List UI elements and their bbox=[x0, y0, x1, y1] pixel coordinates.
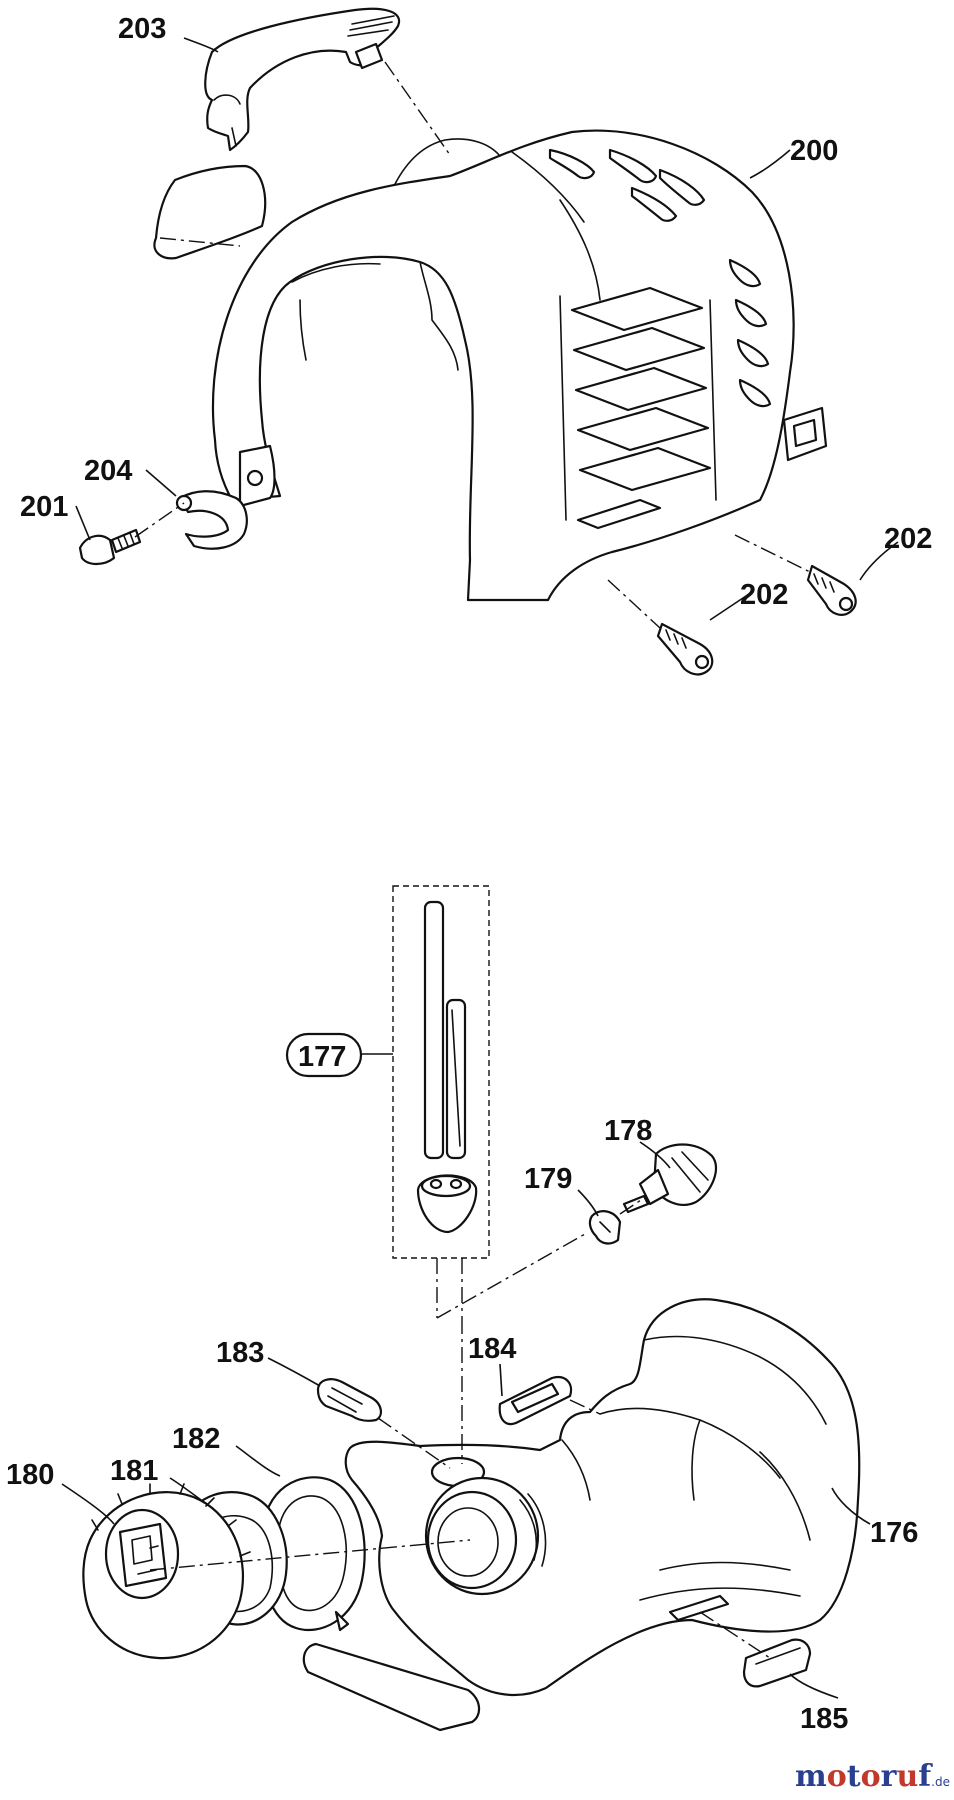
watermark-letter: o bbox=[861, 1759, 881, 1794]
watermark-letter: u bbox=[896, 1759, 918, 1794]
label-202-upper: 202 bbox=[884, 523, 932, 555]
label-176: 176 bbox=[870, 1517, 918, 1549]
alignment-line bbox=[607, 579, 661, 629]
alignment-line bbox=[569, 1399, 601, 1415]
label-177: 177 bbox=[298, 1041, 346, 1073]
part-202-screw-upper bbox=[806, 564, 857, 616]
watermark-suffix: .de bbox=[931, 1775, 950, 1789]
part-179-clip bbox=[588, 1210, 622, 1245]
part-182-gasket bbox=[260, 1476, 366, 1632]
part-200-engine-cover bbox=[211, 129, 828, 602]
label-203: 203 bbox=[118, 13, 166, 45]
label-200: 200 bbox=[790, 135, 838, 167]
part-185-foot bbox=[742, 1638, 812, 1688]
label-185: 185 bbox=[800, 1703, 848, 1735]
label-178: 178 bbox=[604, 1115, 652, 1147]
watermark: motoruf.de bbox=[795, 1759, 950, 1794]
part-178-fuel-filter bbox=[622, 1143, 718, 1214]
alignment-line bbox=[377, 1417, 451, 1469]
part-177-group-box bbox=[392, 885, 490, 1259]
alignment-line bbox=[436, 1233, 586, 1319]
label-184: 184 bbox=[468, 1333, 516, 1365]
part-201-screw bbox=[78, 528, 142, 566]
part-183-vent bbox=[316, 1378, 382, 1422]
decal-label bbox=[153, 164, 267, 260]
part-202-screw-lower bbox=[656, 622, 714, 676]
alignment-line bbox=[159, 237, 241, 247]
alignment-line bbox=[619, 1197, 645, 1215]
alignment-line bbox=[134, 502, 185, 538]
label-183: 183 bbox=[216, 1337, 264, 1369]
part-177-label-circle bbox=[285, 1032, 363, 1078]
part-203-clip bbox=[204, 7, 401, 152]
label-181: 181 bbox=[110, 1455, 158, 1487]
watermark-letter: r bbox=[881, 1759, 898, 1794]
alignment-line bbox=[734, 534, 811, 573]
watermark-letter: m bbox=[795, 1759, 827, 1794]
leader-lines bbox=[61, 37, 899, 1699]
label-179: 179 bbox=[524, 1163, 572, 1195]
alignment-line bbox=[699, 1611, 771, 1659]
part-204-clamp bbox=[175, 490, 248, 550]
part-176-fuel-tank bbox=[344, 1298, 861, 1697]
watermark-letter: t bbox=[847, 1759, 861, 1794]
part-180-fuel-cap bbox=[82, 1483, 251, 1660]
alignment-line bbox=[149, 1539, 471, 1571]
part-177-fuel-line bbox=[416, 900, 478, 1234]
label-180: 180 bbox=[6, 1459, 54, 1491]
label-201: 201 bbox=[20, 491, 68, 523]
watermark-letter: o bbox=[827, 1759, 847, 1794]
alignment-line bbox=[384, 61, 451, 156]
label-202-lower: 202 bbox=[740, 579, 788, 611]
label-204: 204 bbox=[84, 455, 132, 487]
watermark-text: motoruf bbox=[795, 1759, 933, 1794]
part-184-grommet bbox=[498, 1376, 573, 1426]
label-182: 182 bbox=[172, 1423, 220, 1455]
watermark-letter: f bbox=[918, 1759, 933, 1794]
